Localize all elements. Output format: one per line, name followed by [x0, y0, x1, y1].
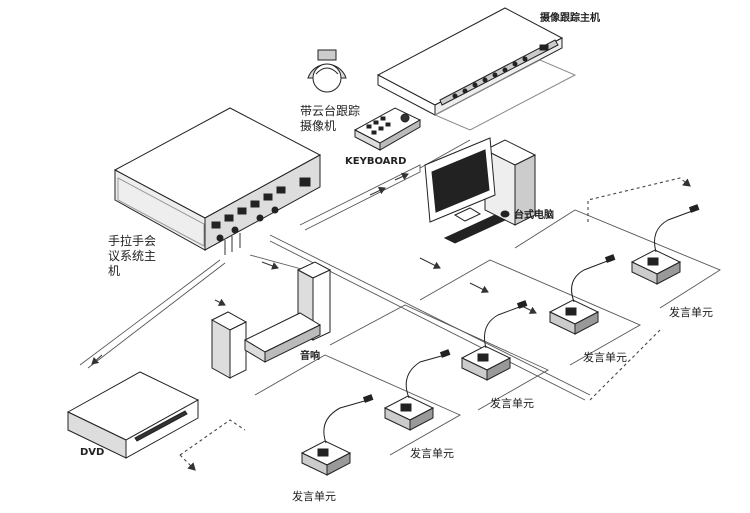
dashed-links — [179, 177, 691, 471]
tracking-host-device — [376, 7, 577, 131]
speaker-unit-device — [300, 394, 374, 476]
desktop-pc-device — [424, 137, 537, 244]
ptz-camera-label: 带云台跟踪摄像机 — [300, 104, 361, 133]
dvd-label: DVD — [80, 447, 105, 458]
conference-host-label: 手拉手会议系统主机 — [108, 234, 157, 278]
speaker-unit-label: 发言单元 — [410, 447, 454, 460]
speaker-unit-device — [630, 204, 700, 285]
keyboard-device — [353, 107, 422, 151]
tracking-host-label: 摄像跟踪主机 — [540, 13, 600, 24]
speaker-unit-device — [548, 254, 616, 335]
speaker-unit-device — [383, 349, 451, 431]
flow-arrows — [91, 172, 537, 365]
ptz-camera-device — [307, 49, 347, 93]
conference-host-device — [113, 107, 322, 255]
audio-device — [210, 261, 332, 379]
speaker-unit-label: 发言单元 — [490, 397, 534, 410]
dvd-device — [66, 371, 200, 459]
speaker-unit-label: 发言单元 — [583, 351, 627, 364]
speaker-unit-label: 发言单元 — [292, 490, 336, 503]
keyboard-label: KEYBOARD — [345, 156, 407, 167]
audio-label: 音响 — [300, 351, 320, 362]
speaker-unit-label: 发言单元 — [669, 306, 713, 319]
desktop-pc-label: 台式电脑 — [514, 210, 554, 221]
speaker-unit-device — [460, 300, 528, 381]
